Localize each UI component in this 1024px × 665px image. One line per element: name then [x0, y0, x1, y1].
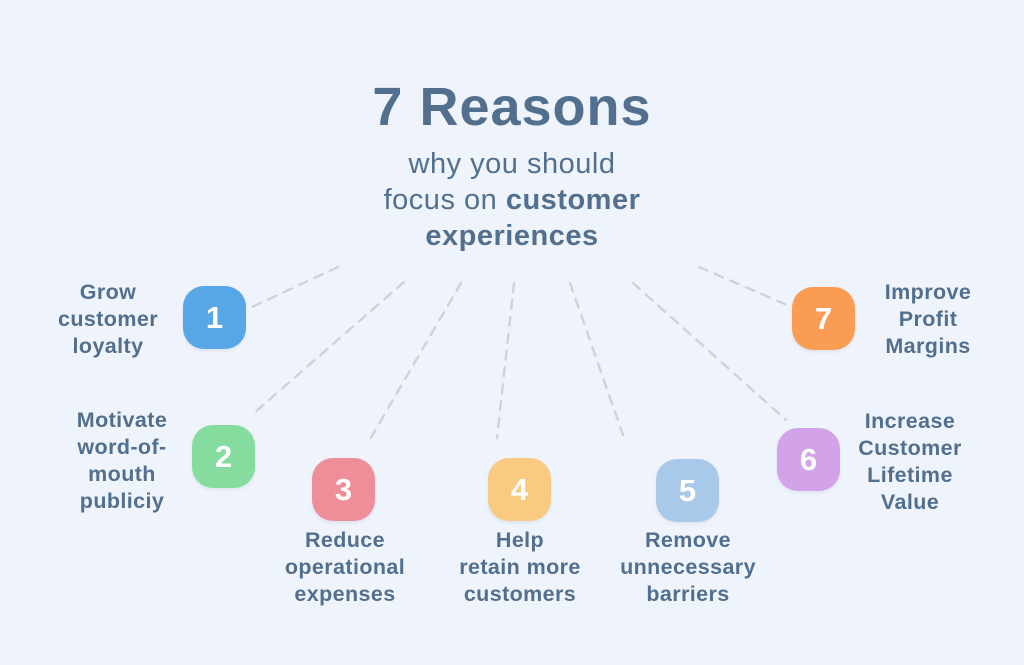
reason-badge-7: 7 [792, 287, 855, 350]
reason-number-3: 3 [334, 471, 353, 507]
connector-line-6 [631, 281, 788, 422]
reason-badge-2: 2 [192, 425, 255, 488]
reason-label-7: Improve Profit Margins [884, 280, 972, 358]
connector-line-1 [250, 265, 340, 309]
reason-number-1: 1 [205, 299, 224, 335]
reason-label-4: Help retain more customers [459, 528, 581, 606]
reason-label-5: Remove unnecessary barriers [620, 528, 756, 606]
reason-number-2: 2 [214, 438, 233, 474]
reason-badge-6: 6 [777, 428, 840, 491]
connector-line-7 [697, 265, 789, 307]
subtitle-line-3-bold: experiences [425, 220, 599, 252]
connector-line-2 [251, 280, 406, 416]
title-block: 7 Reasons why you should focus on custom… [0, 80, 1024, 254]
reason-label-1: Grow customer loyalty [58, 280, 158, 358]
reason-number-6: 6 [799, 441, 818, 477]
reason-label-3: Reduce operational expenses [284, 528, 406, 606]
reason-badge-3: 3 [312, 458, 375, 521]
page-title: 7 Reasons [372, 77, 652, 137]
reason-number-7: 7 [814, 300, 833, 336]
subtitle-line-1: why you should [408, 148, 616, 180]
reason-number-4: 4 [510, 471, 529, 507]
reason-badge-4: 4 [488, 458, 551, 521]
subtitle-line-2-bold: customer [505, 184, 641, 216]
connector-line-4 [495, 281, 516, 440]
page-subtitle: why you should focus on customer experie… [0, 146, 1024, 254]
connector-line-5 [568, 281, 625, 437]
reason-label-6: Increase Customer Lifetime Value [858, 409, 962, 514]
reason-label-2: Motivate word-of- mouth publiciy [76, 408, 168, 513]
connector-line-3 [367, 281, 463, 443]
subtitle-line-2-regular: focus on [383, 184, 506, 216]
reason-badge-1: 1 [183, 286, 246, 349]
reason-badge-5: 5 [656, 459, 719, 522]
reason-number-5: 5 [678, 472, 697, 508]
